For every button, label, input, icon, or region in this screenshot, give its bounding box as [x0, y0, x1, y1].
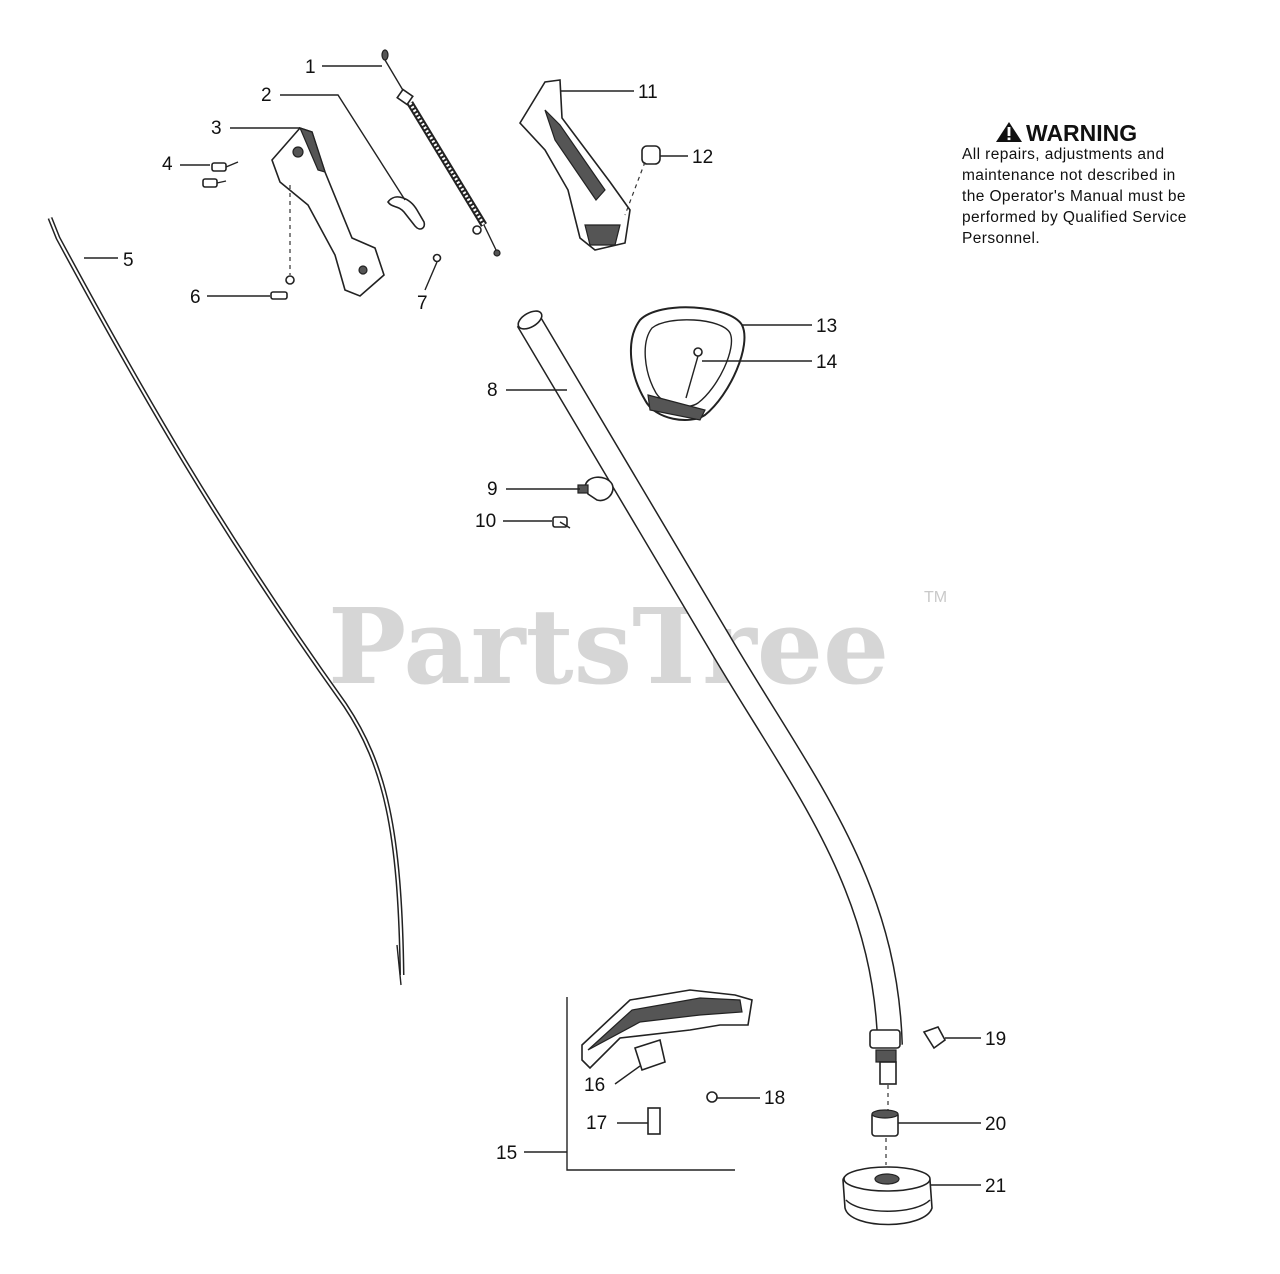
callout-16: 16	[584, 1065, 641, 1096]
callout-number: 4	[162, 154, 173, 175]
part-shaft-tube	[516, 310, 903, 1046]
callout-number: 11	[638, 82, 658, 103]
callout-number: 8	[487, 380, 498, 401]
callout-20: 20	[898, 1114, 1006, 1135]
callout-19: 19	[945, 1029, 1006, 1050]
callout-number: 10	[475, 511, 496, 532]
part-loop-handle	[629, 306, 746, 421]
part-handle-housing	[271, 127, 385, 297]
part-spacer	[871, 1109, 899, 1165]
callout-number: 12	[692, 147, 713, 168]
warning-line-3: the Operator's Manual must be	[962, 188, 1186, 205]
part-clamp-19	[922, 1026, 947, 1050]
callout-17: 17	[586, 1113, 648, 1134]
callout-3: 3	[211, 118, 300, 139]
callout-number: 20	[985, 1114, 1006, 1135]
callout-number: 21	[985, 1176, 1006, 1197]
callout-18: 18	[717, 1088, 785, 1109]
callout-12: 12	[660, 147, 713, 168]
warning-notice: WARNING All repairs, adjustments and mai…	[962, 120, 1187, 247]
part-throttle-cable	[381, 49, 501, 257]
part-15-bracket	[566, 997, 735, 1171]
watermark-text: PartsTree	[328, 585, 889, 708]
callout-number: 16	[584, 1075, 605, 1096]
part-drive-shaft	[47, 217, 405, 986]
part-clip	[387, 196, 426, 230]
callout-number: 1	[305, 57, 316, 78]
callout-1: 1	[305, 57, 382, 78]
part-handle-half	[519, 79, 631, 251]
callout-13: 13	[742, 316, 837, 337]
callout-number: 7	[417, 293, 428, 314]
callout-number: 14	[816, 352, 838, 373]
callout-11: 11	[560, 82, 658, 103]
part-screw-18	[706, 1091, 718, 1103]
callout-8: 8	[487, 380, 567, 401]
callout-number: 17	[586, 1113, 607, 1134]
part-clamp-knob	[577, 476, 614, 502]
callout-15: 15	[496, 1143, 567, 1164]
callout-7: 7	[417, 261, 438, 314]
callout-9: 9	[487, 479, 580, 500]
callout-6: 6	[190, 287, 270, 308]
warning-line-2: maintenance not described in	[962, 167, 1176, 184]
callout-number: 6	[190, 287, 201, 308]
part-pin-7	[432, 253, 442, 263]
part-nut-10	[552, 516, 571, 529]
warning-title: WARNING	[1026, 120, 1137, 146]
callout-5: 5	[84, 250, 134, 271]
watermark-tm: TM	[924, 589, 947, 606]
part-screw-nut-set	[202, 161, 239, 188]
part-trimmer-head	[842, 1166, 933, 1226]
callout-number: 2	[261, 85, 272, 106]
watermark: PartsTree TM	[328, 585, 947, 708]
callout-number: 13	[816, 316, 837, 337]
warning-line-4: performed by Qualified Service	[962, 209, 1187, 226]
callout-21: 21	[931, 1176, 1006, 1197]
part-screw-6	[270, 275, 295, 300]
callout-number: 5	[123, 250, 134, 271]
warning-triangle-icon	[996, 122, 1022, 142]
callout-14: 14	[702, 352, 838, 373]
part-shaft-clamp	[869, 1029, 901, 1110]
callout-number: 9	[487, 479, 498, 500]
part-screw-14	[685, 347, 703, 399]
part-shield	[581, 989, 753, 1072]
warning-line-5: Personnel.	[962, 230, 1040, 247]
warning-line-1: All repairs, adjustments and	[962, 146, 1164, 163]
part-grommet	[624, 145, 661, 216]
callout-number: 19	[985, 1029, 1006, 1050]
callout-2: 2	[261, 85, 406, 201]
callout-number: 3	[211, 118, 222, 139]
part-line-cutter	[647, 1107, 661, 1135]
callout-number: 18	[764, 1088, 785, 1109]
callout-10: 10	[475, 511, 552, 532]
callout-number: 15	[496, 1143, 517, 1164]
callout-4: 4	[162, 154, 210, 175]
